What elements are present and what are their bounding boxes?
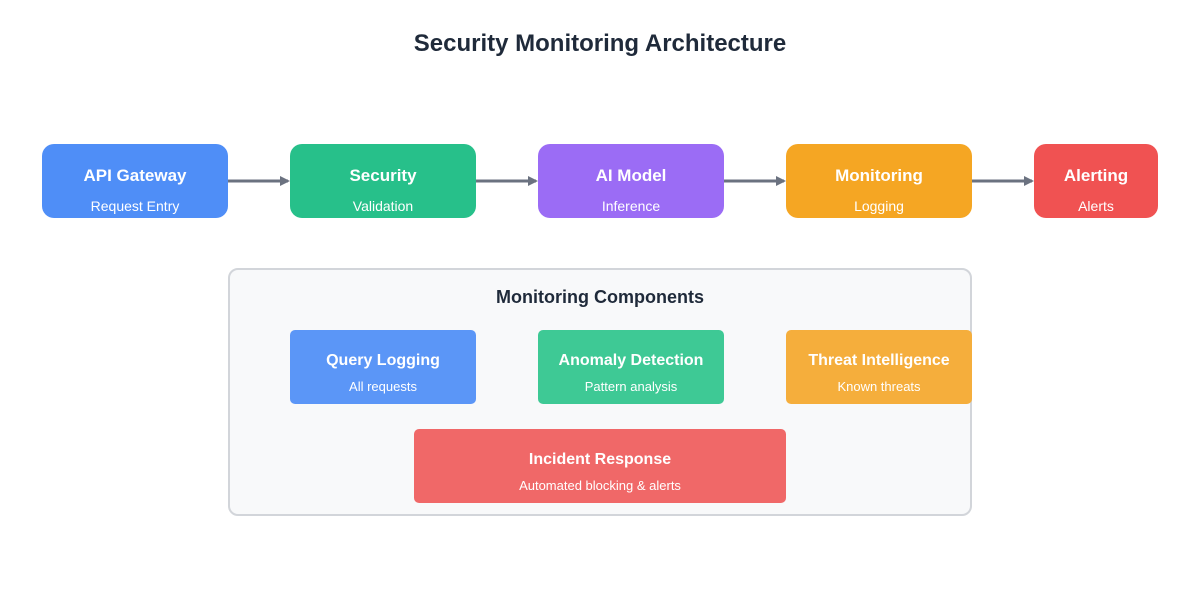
- stage-label: API Gateway: [83, 166, 187, 185]
- component-label: Query Logging: [326, 352, 440, 369]
- stage-monitoring: Monitoring Logging: [786, 144, 972, 218]
- panel-title: Monitoring Components: [496, 287, 704, 307]
- stage-label: AI Model: [595, 166, 667, 185]
- stage-label: Alerting: [1063, 166, 1129, 185]
- stage-api-gateway: API Gateway Request Entry: [42, 144, 228, 218]
- stage-ai-model: AI Model Inference: [538, 144, 724, 218]
- component-label: Anomaly Detection: [558, 352, 704, 369]
- diagram-title: Security Monitoring Architecture: [413, 30, 787, 57]
- stage-alerting: Alerting Alerts: [1034, 144, 1158, 218]
- stage-security: Security Validation: [290, 144, 476, 218]
- component-incident-response: Incident Response Automated blocking & a…: [414, 429, 786, 503]
- component-label: Incident Response: [528, 451, 672, 468]
- component-sub: Pattern analysis: [584, 379, 678, 394]
- component-sub: Known threats: [837, 379, 921, 394]
- component-label: Threat Intelligence: [808, 352, 950, 369]
- component-anomaly-detection: Anomaly Detection Pattern analysis: [538, 330, 724, 404]
- component-threat-intelligence: Threat Intelligence Known threats: [786, 330, 972, 404]
- stage-sub: Logging: [854, 198, 904, 214]
- component-query-logging: Query Logging All requests: [290, 330, 476, 404]
- stage-sub: Alerts: [1078, 198, 1114, 214]
- component-sub: Automated blocking & alerts: [519, 478, 681, 493]
- stage-label: Monitoring: [835, 166, 923, 185]
- stage-sub: Inference: [601, 198, 661, 214]
- component-sub: All requests: [349, 379, 417, 394]
- stage-sub: Validation: [352, 198, 414, 214]
- stage-sub: Request Entry: [90, 198, 180, 214]
- stage-label: Security: [349, 166, 417, 185]
